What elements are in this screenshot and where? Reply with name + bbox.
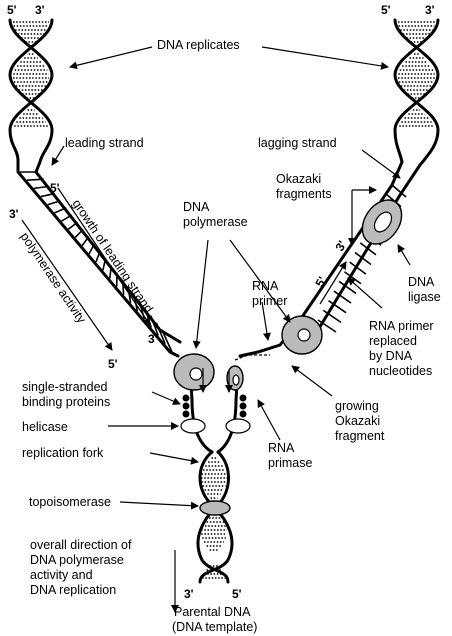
label-okazaki-fragments-1: Okazaki [276,172,321,186]
direction-arrows [21,187,347,613]
end-label-top-left-5: 5' [7,3,17,17]
label-growing-okazaki-2: Okazaki [335,414,380,428]
leading-strand-nucleotide [81,236,90,247]
label-rna-primer-replaced-3: by DNA [369,349,413,363]
leading-strand-nucleotide [74,228,84,239]
okazaki-fragment-nucleotide [391,184,407,198]
label-rna-primer-2: primer [252,294,287,308]
label-okazaki-fragments-2: fragments [276,187,332,201]
label-dna-ligase-1: DNA [408,275,435,289]
leading-strand-nucleotide [149,315,159,336]
label-parental-dna-2: (DNA template) [172,620,257,634]
label-rna-primer-replaced-4: nucleotides [369,364,432,378]
helicase [180,418,251,434]
end-label-lagging-5: 5' [312,274,329,289]
okazaki-fragment-nucleotide [349,261,367,275]
end-label-bottom-5: 5' [232,587,242,601]
leading-strand-nucleotide [121,279,125,295]
parental-helix [196,450,234,584]
label-rna-primase-2: primase [268,456,313,470]
label-rna-primer-replaced-2: replaced [369,334,417,348]
label-dna-replicates: DNA replicates [157,38,240,52]
label-dna-polymerase-2: polymerase [183,215,248,229]
top-left-helix [8,18,54,164]
label-single-stranded-2: binding proteins [22,395,110,409]
label-replication-fork: replication fork [22,446,104,460]
label-overall-direction-3: activity and [30,568,93,582]
label-parental-dna-1: Parental DNA [174,605,251,619]
label-helicase: helicase [22,420,68,434]
label-growth-of-leading-strand: growth of leading strand [70,197,156,315]
label-growing-okazaki-1: growing [335,399,379,413]
label-single-stranded-1: single-stranded [22,380,108,394]
end-label-top-left-3: 3' [35,3,45,17]
dna-polymerase-left [173,353,215,391]
end-label-leading-3-upper: 3' [9,207,19,221]
leading-strand-nucleotide [61,214,73,222]
end-label-bottom-3: 3' [184,587,194,601]
okazaki-fragment-nucleotide [317,319,337,333]
leading-strand-nucleotide [26,178,44,181]
label-dna-ligase-2: ligase [408,290,441,304]
label-dna-polymerase-1: DNA [183,200,210,214]
label-overall-direction-2: DNA polymerase [30,553,124,567]
label-overall-direction-4: DNA replication [30,583,116,597]
end-label-leading-5: 5' [50,181,60,195]
end-label-top-right-5: 5' [381,3,391,17]
okazaki-fragment-nucleotide [359,242,377,256]
label-rna-primer-replaced-1: RNA primer [369,319,434,333]
label-overall-direction-1: overall direction of [30,538,132,552]
rna-primase [226,365,244,391]
okazaki-fragment-nucleotide [328,300,347,314]
end-label-leading-5-lower: 5' [108,357,118,371]
single-stranded-binding-proteins [182,394,247,418]
okazaki-fragment-nucleotide [354,251,372,266]
leading-strand-nucleotide [47,199,61,206]
leading-strand-arm [16,158,182,358]
label-rna-primase-1: RNA [268,441,295,455]
leading-strand-nucleotide [155,322,166,345]
leading-strand-nucleotide [40,192,56,198]
label-topoisomerase: topoisomerase [29,495,111,509]
label-leading-strand: leading strand [65,136,144,150]
dna-ligase [361,199,403,245]
top-right-helix [393,18,440,167]
okazaki-fragment-nucleotide [322,309,342,324]
leading-strand-nucleotide [95,250,101,263]
leading-strand-nucleotide [88,243,96,255]
leading-strand-nucleotide [67,221,78,230]
end-label-top-right-3: 3' [425,3,435,17]
label-rna-primer-1: RNA [252,279,279,293]
end-label-leading-3-lower: 3' [148,332,158,346]
leading-strand-nucleotide [54,207,67,214]
label-growing-okazaki-3: fragment [335,429,385,443]
diagram-labels: DNA replicates leading strand lagging st… [18,38,441,634]
leading-strand-nucleotide [33,185,50,190]
leading-strand-nucleotide [102,258,107,271]
okazaki-fragment-nucleotide [333,290,352,304]
label-lagging-strand: lagging strand [258,136,337,150]
pointer-arrows [51,46,411,510]
okazaki-fragment-nucleotide [338,280,357,295]
leading-strand-nucleotide [161,329,173,353]
topoisomerase [199,500,231,516]
dna-polymerase-right [281,315,323,355]
